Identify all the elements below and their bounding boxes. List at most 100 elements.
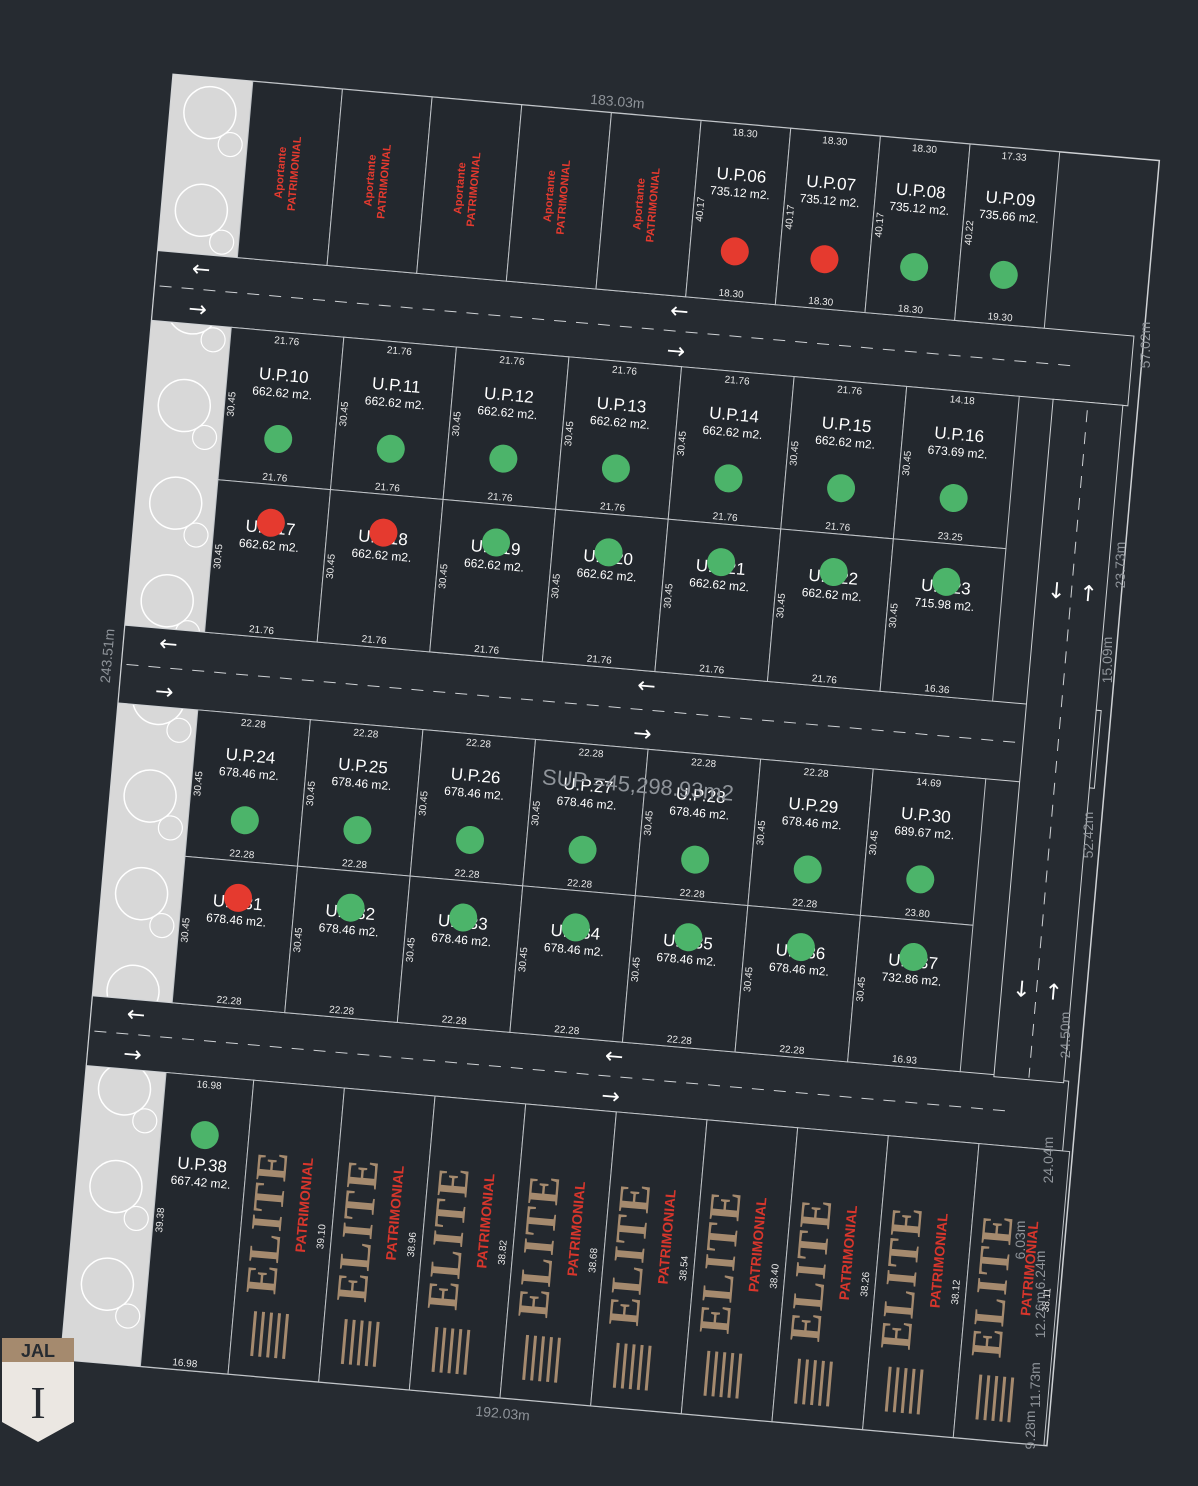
available-dot <box>449 903 478 932</box>
lot-rear-dim: 22.28 <box>441 1014 467 1027</box>
badge-shape: JAL I <box>2 1338 74 1442</box>
elite-lot <box>952 1143 1071 1446</box>
lot-id-label: U.P.28 <box>675 784 726 807</box>
lot-side-dim: 30.45 <box>742 966 755 992</box>
lot-side-dim: 30.45 <box>192 770 205 796</box>
elite-stripe-icon <box>455 1329 463 1375</box>
lot-id-label: U.P.06 <box>716 164 767 187</box>
lot-id-label: U.P.26 <box>450 764 501 787</box>
lot-rear-dim: 22.28 <box>792 897 818 910</box>
tree-icon <box>183 522 209 548</box>
tree-icon <box>89 1159 143 1214</box>
lot-side-dim: 40.17 <box>694 196 707 222</box>
tree-icon <box>149 912 175 939</box>
tree-icon <box>200 327 226 353</box>
tree-icon <box>209 229 235 255</box>
elite-stripe-icon <box>612 1342 620 1388</box>
elite-stripe-icon <box>825 1361 833 1407</box>
lot-side-dim: 30.45 <box>417 790 430 816</box>
lot-id-label: U.P.27 <box>563 774 614 797</box>
lot-rear-dim: 21.76 <box>600 501 626 514</box>
elite-depth-dim: 38.26 <box>859 1271 872 1297</box>
lot-front-dim: 17.33 <box>1001 151 1027 164</box>
lot-side-dim: 30.45 <box>292 927 305 953</box>
lot-area-label: 678.46 m2. <box>781 813 842 832</box>
available-dot <box>899 942 928 971</box>
elite-stripe-icon <box>636 1344 644 1390</box>
lot-front-dim: 21.76 <box>837 384 863 397</box>
lot-area-label: 732.86 m2. <box>881 970 942 989</box>
sold-dot <box>224 883 253 912</box>
lot-area-label: 678.46 m2. <box>444 784 505 803</box>
available-dot <box>343 816 372 845</box>
lot-id-label: U.P.09 <box>985 187 1036 210</box>
available-dot <box>793 855 822 884</box>
lot-id-label: U.P.14 <box>708 403 759 426</box>
elite-stripe-icon <box>999 1376 1007 1422</box>
elite-stripe-icon <box>794 1358 802 1404</box>
lot-side-dim: 40.17 <box>874 212 887 238</box>
elite-depth-dim: 38.11 <box>1041 1287 1054 1313</box>
lot-area-label: 662.62 m2. <box>238 536 299 555</box>
lot-front-dim: 21.76 <box>724 375 750 388</box>
lot-side-dim: 40.22 <box>963 219 976 245</box>
road-arrow-up: ↑ <box>1078 581 1099 608</box>
lot-id-label: U.P.30 <box>900 804 951 827</box>
dim-right-1: 57.02m <box>1137 322 1153 369</box>
elite-depth-dim: 39.10 <box>315 1223 328 1249</box>
dim-bottom: 192.03m <box>475 1403 531 1424</box>
lot-side-dim: 30.45 <box>550 573 563 599</box>
lot-id-label: U.P.25 <box>337 754 388 777</box>
available-dot <box>827 474 856 503</box>
available-dot <box>489 444 518 473</box>
elite-stripe-icon <box>250 1311 258 1357</box>
aportante-label: Aportante <box>542 170 558 223</box>
lot-rear-dim: 18.30 <box>808 296 834 309</box>
lot-area-label: 662.62 m2. <box>351 546 412 565</box>
jal-badge: JAL I <box>2 1338 74 1442</box>
elite-stripe-icon <box>735 1353 743 1399</box>
elite-depth-dim: 38.40 <box>769 1263 782 1289</box>
available-dot <box>190 1121 219 1150</box>
dim-right-4: 52.42m <box>1080 812 1096 859</box>
lot-side-dim: 30.45 <box>888 602 901 628</box>
dim-right-2: 23.73m <box>1112 542 1128 589</box>
elite-depth-dim: 38.68 <box>587 1247 600 1273</box>
available-dot <box>989 260 1018 289</box>
elite-depth-dim: 38.96 <box>406 1231 419 1257</box>
road-arrow-right: → <box>187 297 208 324</box>
road-arrow-left: ← <box>126 1002 147 1029</box>
lot-id-label: U.P.10 <box>258 364 309 387</box>
elite-stripe-icon <box>983 1375 991 1421</box>
lot-area-label: 735.12 m2. <box>799 191 860 210</box>
available-dot <box>561 913 590 942</box>
lot-side-dim: 30.45 <box>662 583 675 609</box>
lot-area-label: 689.67 m2. <box>894 823 955 842</box>
lot-front-dim: 18.30 <box>732 127 758 140</box>
elite-stripe-icon <box>463 1329 471 1375</box>
road-arrow-left: ← <box>158 631 179 658</box>
available-dot <box>482 528 511 557</box>
badge-number: I <box>30 1377 45 1428</box>
dim-right-5: 24.50m <box>1057 1012 1073 1059</box>
available-dot <box>707 548 736 577</box>
road-arrow-left: ← <box>669 299 690 326</box>
right-dimension-labels: 57.02m23.73m15.09m52.42m24.50m24.04m6.03… <box>1012 322 1153 1450</box>
lot-rear-dim: 22.28 <box>779 1044 805 1057</box>
sold-dot <box>256 508 285 537</box>
elite-stripe-icon <box>727 1352 735 1398</box>
lot-front-dim: 22.28 <box>353 728 379 741</box>
badge-label: JAL <box>21 1341 55 1361</box>
available-dot <box>601 454 630 483</box>
tree-icon <box>174 183 229 238</box>
elite-stripe-icon <box>340 1319 348 1365</box>
lot-side-dim: 30.45 <box>179 917 192 943</box>
elite-stripe-icon <box>1007 1377 1015 1423</box>
elite-stripe-icon <box>620 1343 628 1389</box>
lot-area-label: 662.62 m2. <box>689 575 750 594</box>
tree-icon <box>123 769 177 823</box>
elite-stripe-icon <box>447 1328 455 1374</box>
road-arrow-right: → <box>666 338 687 365</box>
available-dot <box>336 893 365 922</box>
